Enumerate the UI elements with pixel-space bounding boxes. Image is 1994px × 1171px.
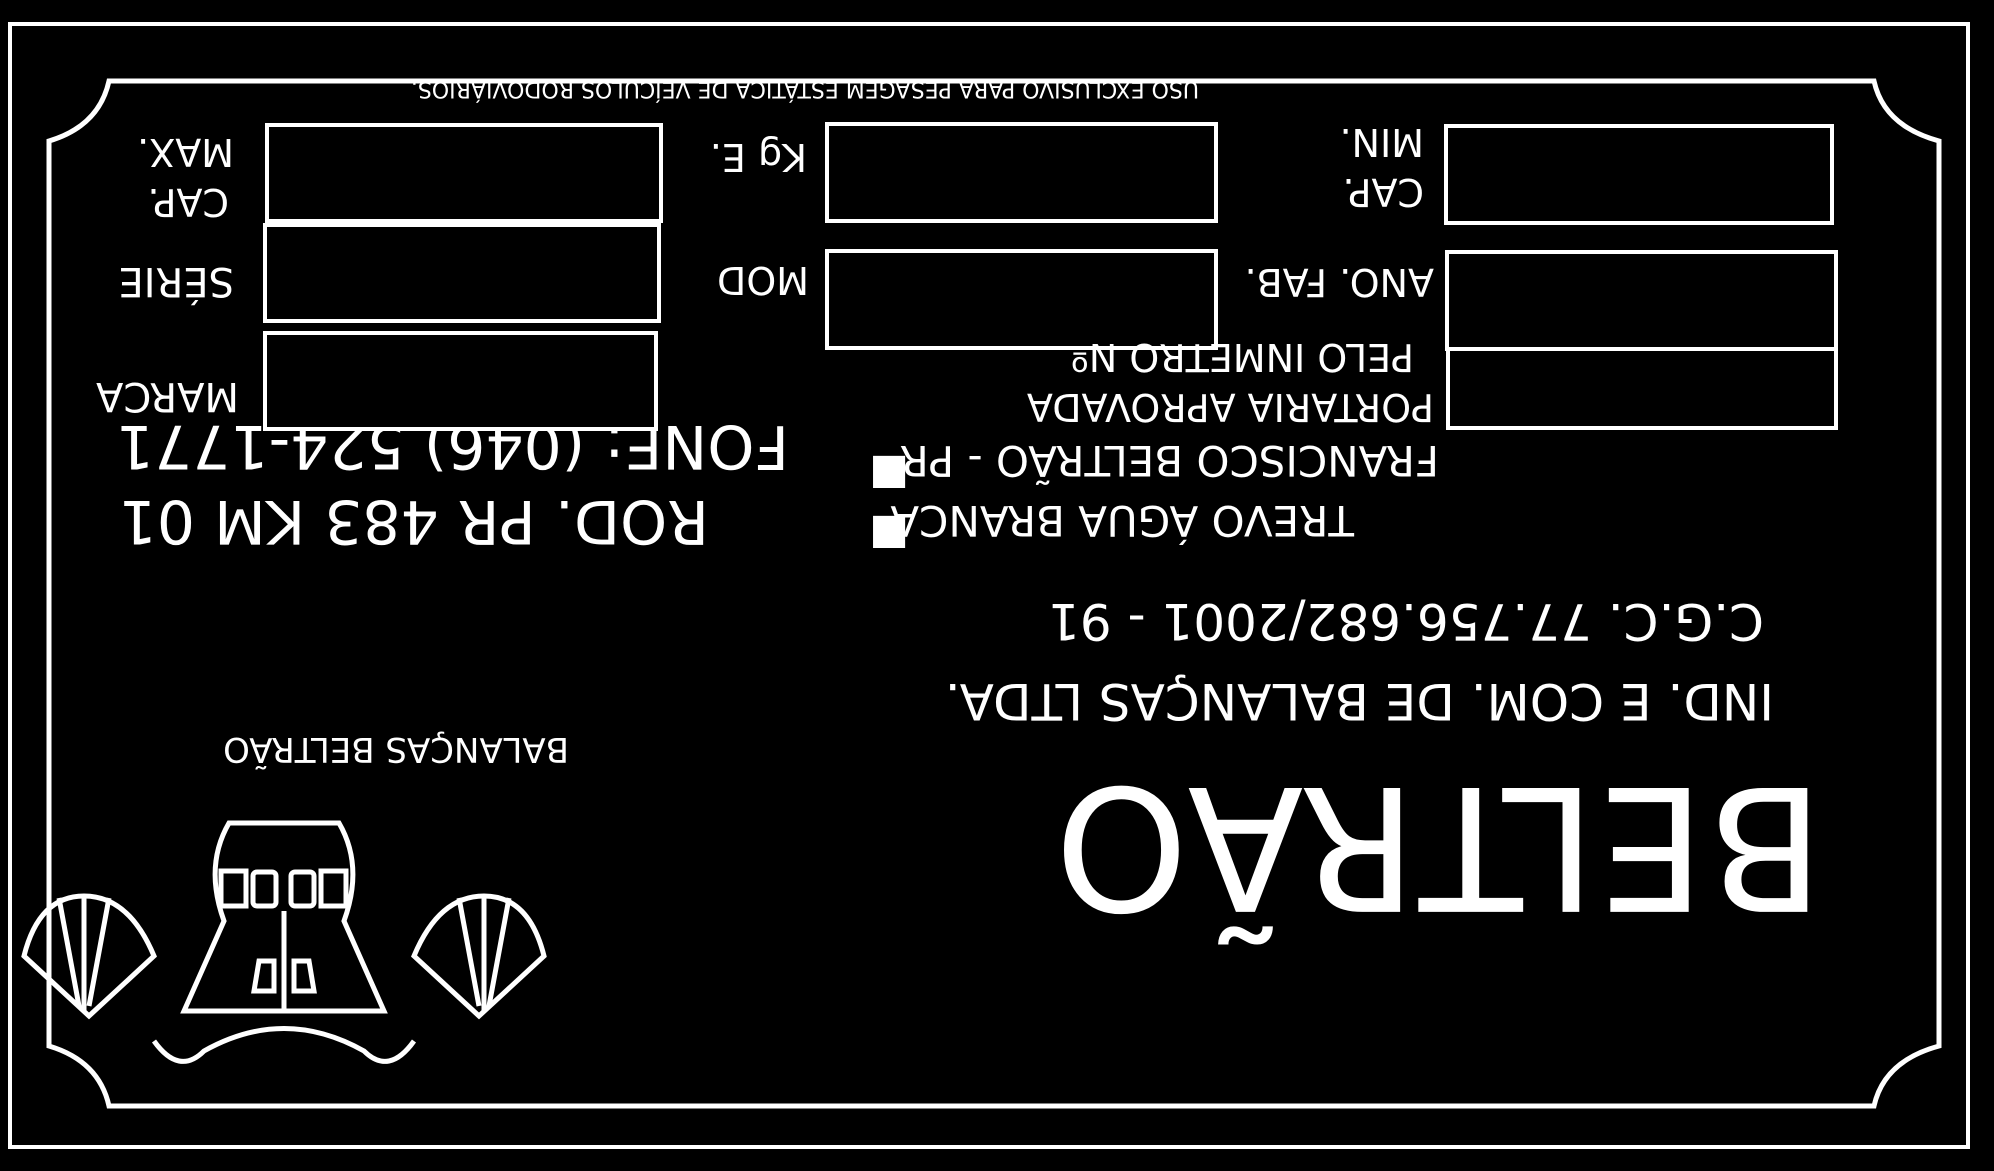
- label-cap-min-1: CAP.: [1342, 170, 1424, 214]
- address: ROD. PR 483 KM 01: [118, 486, 709, 556]
- label-marca: MARCA: [96, 373, 239, 419]
- bullet-2: ■: [869, 451, 909, 500]
- label-portaria-2: PELO INMETRO Nº: [1070, 335, 1414, 379]
- outer-border: [8, 22, 1970, 1149]
- label-cap-max-1: CAP.: [147, 180, 229, 224]
- field-kg-e: [825, 122, 1218, 223]
- label-serie: SÉRIE: [118, 258, 234, 304]
- bullet-1: ■: [869, 511, 909, 560]
- usage-note: USO EXCLUSIVO PARA PESAGEM ESTÁTICA DE V…: [410, 76, 1199, 101]
- brand-name: BELTRÃO: [1052, 747, 1824, 945]
- field-marca: [263, 331, 658, 431]
- label-kg-e: Kg E.: [709, 135, 807, 179]
- inner-border: [46, 78, 1942, 1109]
- label-cap-max-2: MAX.: [137, 130, 234, 174]
- label-portaria-1: PORTARIA APROVADA: [1026, 385, 1434, 429]
- field-cap-min: [1444, 124, 1834, 225]
- field-cap-max: [265, 123, 663, 223]
- cgc-number: C.G.C. 77.756.682/2001 - 91: [1048, 592, 1764, 650]
- label-mod: MOD: [717, 258, 809, 302]
- logo-caption: BALANÇAS BELTRÃO: [223, 729, 569, 769]
- company-name: IND. E COM. DE BALANÇAS LTDA.: [944, 672, 1774, 730]
- label-ano-fab: ANO. FAB.: [1244, 260, 1434, 304]
- field-serie: [263, 223, 661, 323]
- label-cap-min-2: MIN.: [1339, 120, 1425, 164]
- beltrao-emblem-icon: [21, 820, 547, 1064]
- location-line-1: TREVO ÁGUA BRANCA: [890, 496, 1354, 545]
- location-line-2: FRANCISCO BELTRÃO - PR: [899, 436, 1439, 485]
- field-ano-fab: [1445, 250, 1838, 351]
